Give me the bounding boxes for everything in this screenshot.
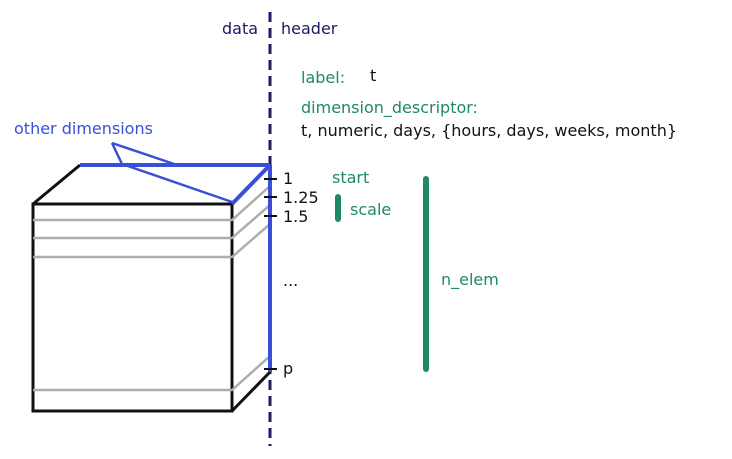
other-dimensions-pointer [110,142,236,205]
scale-label: scale [350,200,391,219]
dimension-descriptor-key: dimension_descriptor: [301,98,478,118]
slice-line [33,185,271,222]
tick-label: 1.25 [283,188,319,207]
header-label: header [281,19,338,38]
label-value: t [370,66,376,85]
tick-label: ... [283,271,298,290]
slice-line [33,355,271,392]
other-dimensions-label: other dimensions [14,119,153,138]
n-elem-label: n_elem [441,270,499,290]
cube-top-right-edge [230,163,272,206]
slice-line [33,204,271,240]
slice-line [33,223,271,259]
tick-label: 1.5 [283,207,308,226]
start-label: start [332,168,369,187]
data-cube [31,163,272,413]
data-label: data [222,19,258,38]
cube-front-face [31,202,234,413]
tick-label: 1 [283,169,293,188]
label-key: label: [301,68,345,87]
dimension-descriptor-value: t, numeric, days, {hours, days, weeks, m… [301,121,677,140]
other-dimensions-pointer-2 [111,141,181,168]
tick-label: p [283,359,293,378]
